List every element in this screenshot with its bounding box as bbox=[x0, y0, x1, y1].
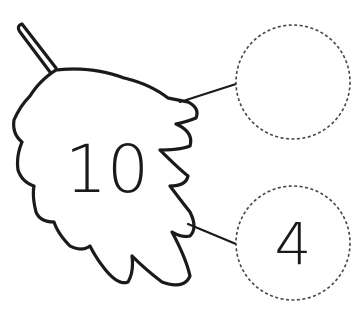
connector-line-bottom bbox=[188, 224, 236, 244]
connector-line-top bbox=[180, 84, 236, 102]
part-value-bottom: 4 bbox=[275, 210, 312, 278]
part-circle-top[interactable] bbox=[236, 25, 350, 139]
leaf-stem bbox=[18, 24, 56, 72]
whole-number: 10 bbox=[65, 131, 149, 208]
part-circle-bottom[interactable]: 4 bbox=[236, 186, 350, 300]
